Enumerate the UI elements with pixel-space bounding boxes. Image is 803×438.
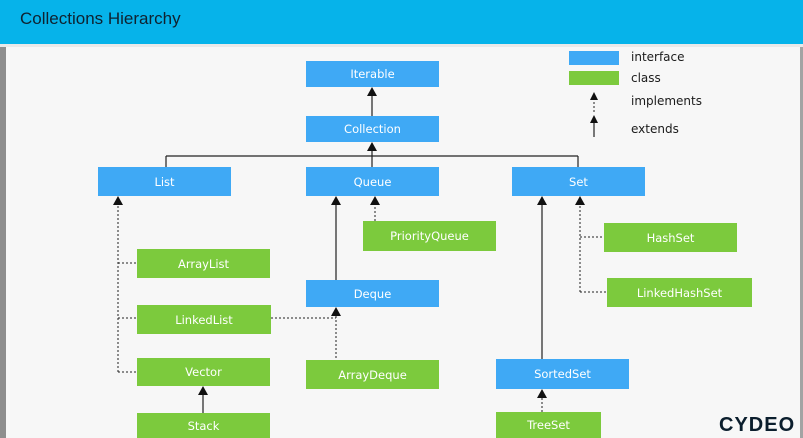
right-frame-border xyxy=(800,47,803,438)
node-arraylist: ArrayList xyxy=(137,249,270,278)
edge-collection-iterable xyxy=(367,87,377,116)
node-queue: Queue xyxy=(306,167,439,196)
node-stack: Stack xyxy=(137,413,270,438)
node-iterable: Iterable xyxy=(306,61,439,87)
legend-implements-label: implements xyxy=(631,94,702,108)
node-list: List xyxy=(98,167,231,196)
edge-stack-vector xyxy=(198,386,208,413)
node-collection: Collection xyxy=(306,116,439,142)
node-hashset: HashSet xyxy=(604,223,737,252)
legend-class-label: class xyxy=(631,71,661,85)
node-vector: Vector xyxy=(137,358,270,386)
node-priorityqueue: PriorityQueue xyxy=(363,221,496,251)
edge-treeset-sortedset xyxy=(537,389,547,412)
node-arraydeque: ArrayDeque xyxy=(306,360,439,389)
left-frame-border xyxy=(0,47,6,438)
node-set: Set xyxy=(512,167,645,196)
legend-extends-label: extends xyxy=(631,122,679,136)
edge-deque-queue xyxy=(331,196,341,280)
edge-children-collection xyxy=(165,142,579,167)
legend-implements-arrow xyxy=(590,92,598,112)
node-linkedhashset: LinkedHashSet xyxy=(607,278,752,307)
edge-priorityqueue-queue xyxy=(370,196,380,221)
edge-set-implementations xyxy=(575,196,607,293)
edge-deque-implementations xyxy=(271,307,341,358)
edge-sortedset-set xyxy=(537,196,547,359)
legend-extends-arrow xyxy=(590,115,598,137)
legend-class-swatch xyxy=(569,71,619,85)
brand-logo: CYDEO xyxy=(719,414,796,436)
node-linkedlist: LinkedList xyxy=(137,305,271,334)
node-sortedset: SortedSet xyxy=(496,359,629,389)
node-treeset: TreeSet xyxy=(496,412,601,438)
page-title: Collections Hierarchy xyxy=(20,9,181,28)
header-bar: Collections Hierarchy xyxy=(0,0,803,47)
legend-interface-label: interface xyxy=(631,50,685,64)
edge-list-implementations xyxy=(113,196,137,373)
node-deque: Deque xyxy=(306,280,439,307)
legend-interface-swatch xyxy=(569,51,619,65)
